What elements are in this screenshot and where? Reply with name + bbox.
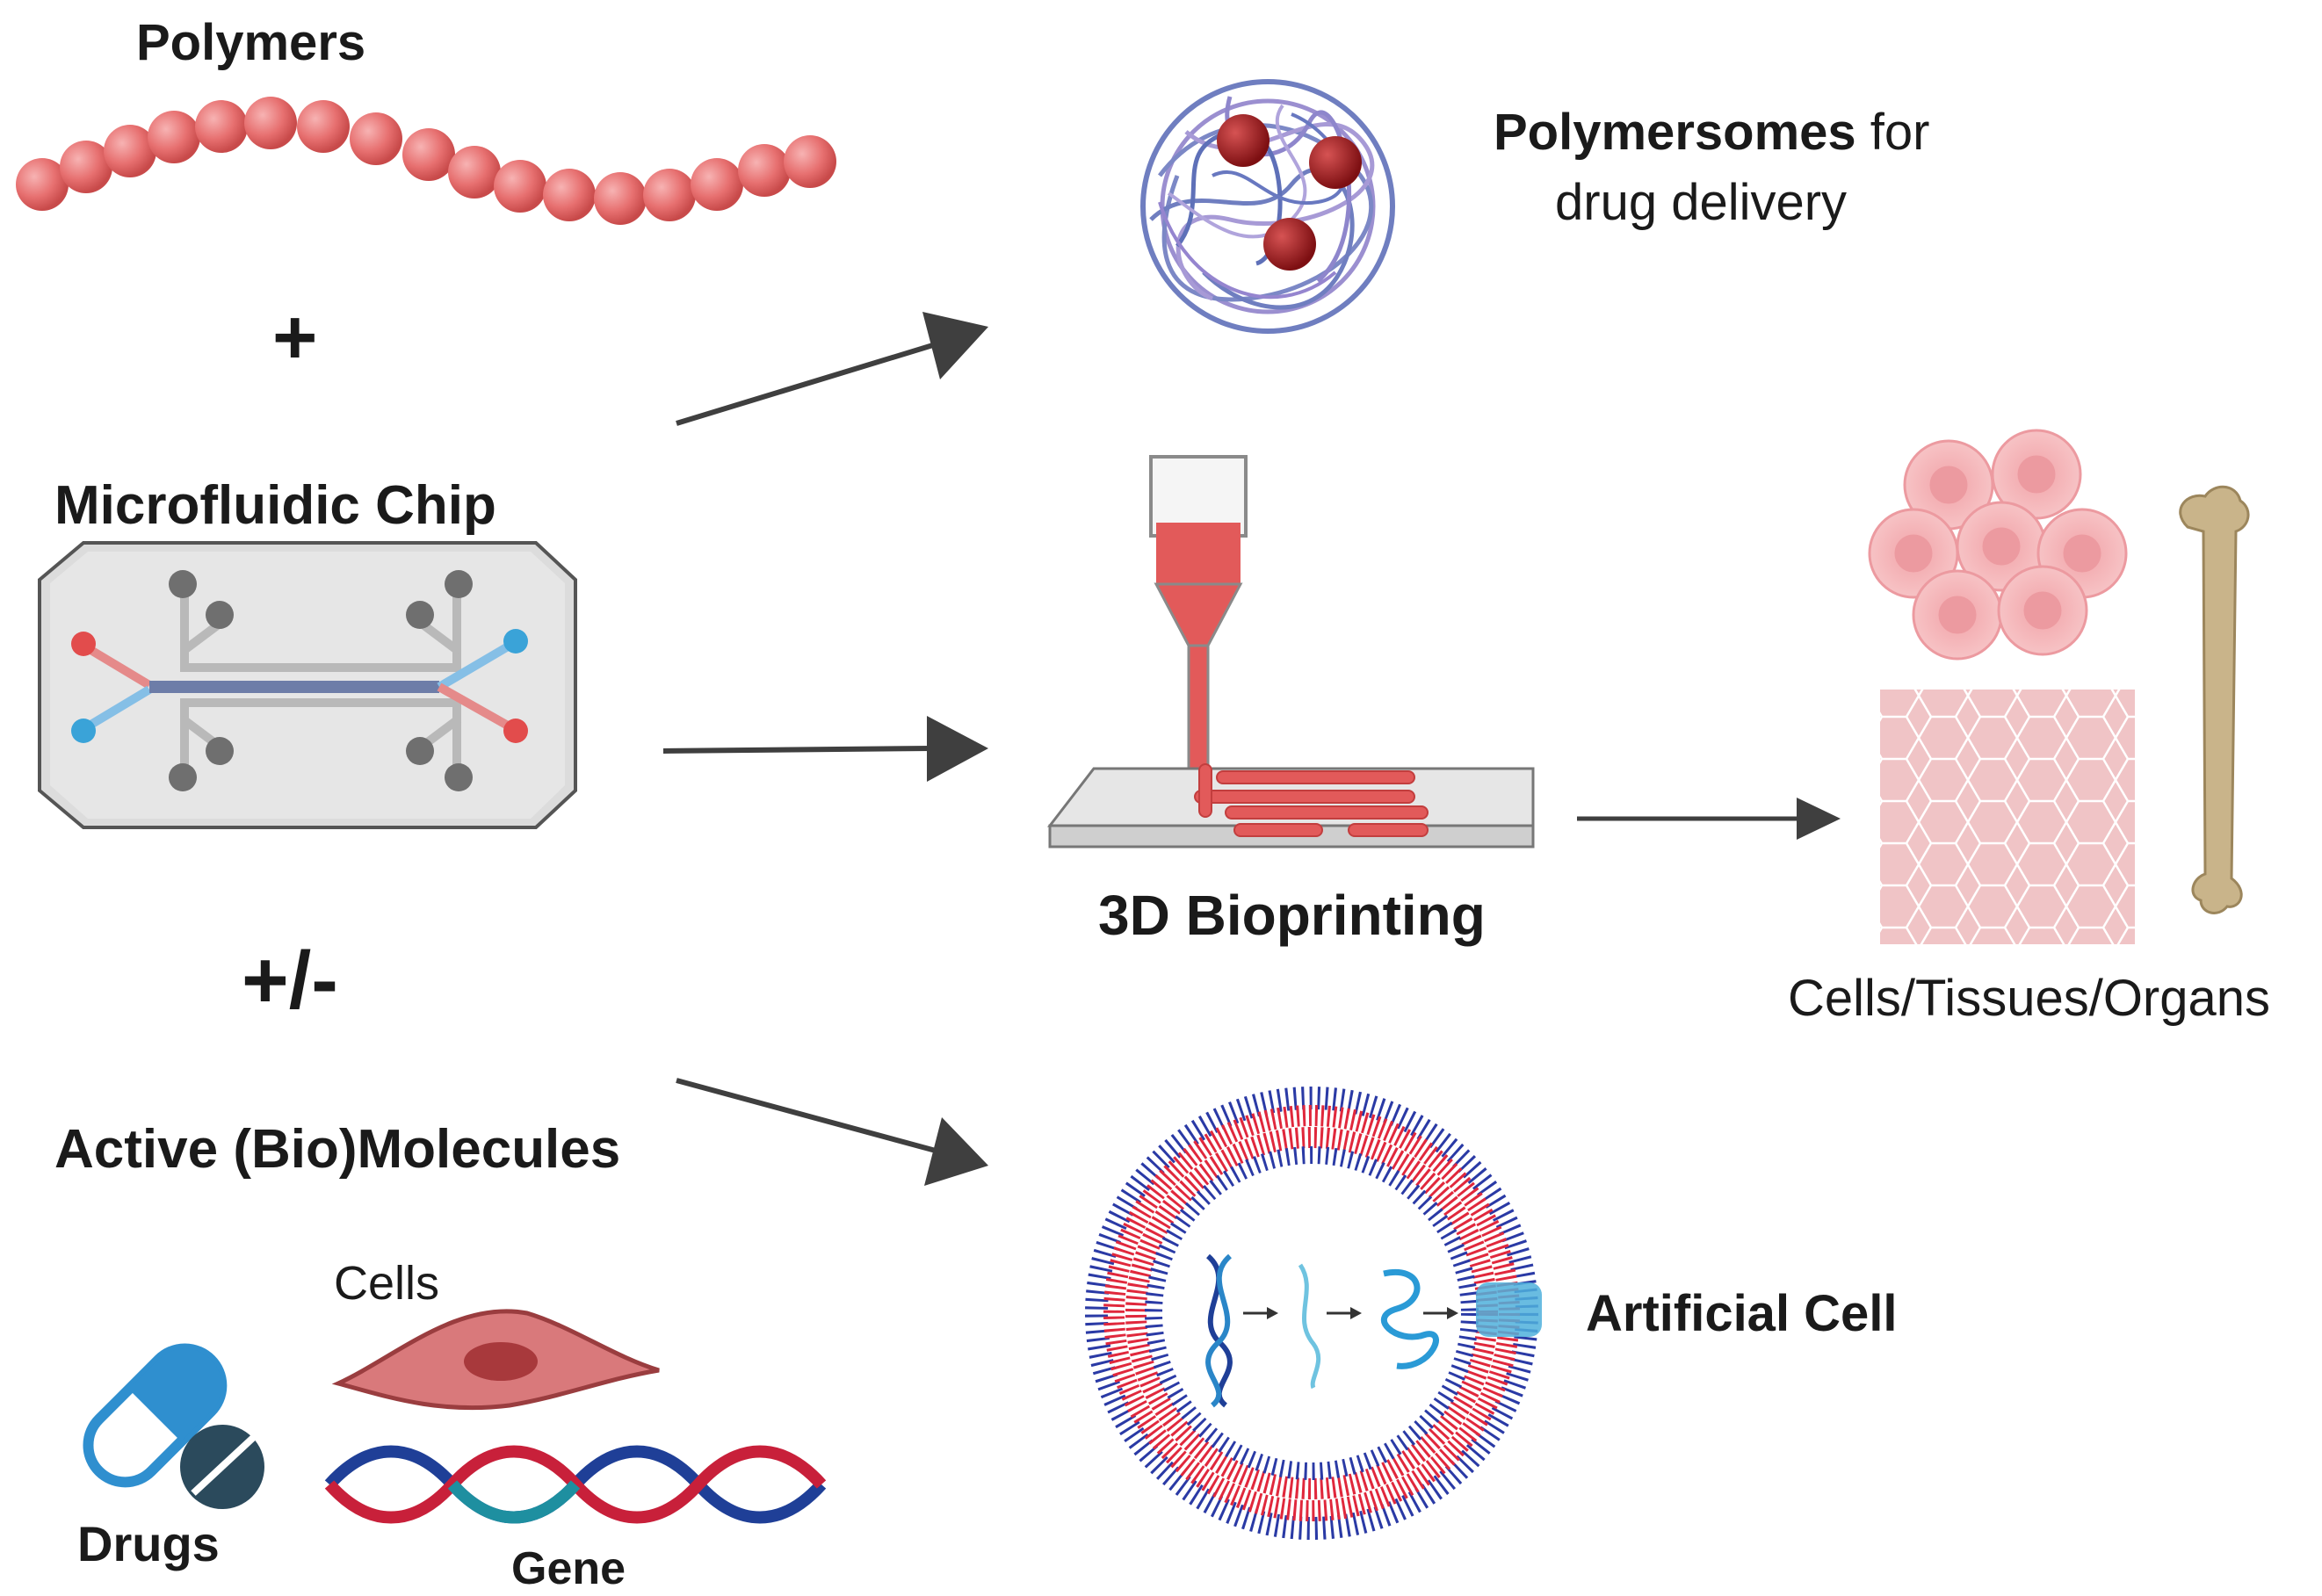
drugs-label: Drugs [77, 1516, 220, 1571]
tissue-mesh-icon [1880, 690, 2135, 944]
pill-capsule-icon [83, 1343, 228, 1488]
bone-icon [2179, 485, 2250, 914]
arrow-to-tissues [1577, 798, 1841, 840]
polymer-chain-icon [16, 97, 836, 225]
bioprinter-icon [1046, 455, 1535, 849]
bioprinting-label: 3D Bioprinting [1098, 884, 1486, 947]
arrow-to-artificial-cell [676, 1078, 988, 1186]
microfluidic-chip-label: Microfluidic Chip [54, 475, 496, 536]
microfluidic-chip-icon [38, 541, 577, 829]
arrow-to-polymersomes [676, 312, 988, 426]
polymers-label: Polymers [136, 14, 366, 71]
polymersomes-term: Polymersomes [1494, 104, 1856, 161]
dna-helix-icon [324, 1445, 827, 1524]
tablet-icon [180, 1425, 264, 1509]
cell-cluster-icon [1868, 429, 2128, 661]
tissues-label: Cells/Tissues/Organs [1788, 970, 2271, 1027]
polymersomes-for: for [1855, 104, 1930, 161]
polymersomes-label: Polymersomes for [1494, 107, 1929, 158]
active-biomolecules-label: Active (Bio)Molecules [54, 1119, 621, 1180]
gene-label: Gene [511, 1543, 626, 1594]
drug-delivery-label: drug delivery [1555, 174, 1848, 231]
plus-minus-sign: +/- [242, 935, 338, 1025]
artificial-cell-label: Artificial Cell [1586, 1285, 1898, 1342]
polymersome-icon [1140, 79, 1395, 334]
cells-label: Cells [334, 1257, 440, 1310]
plus-sign: + [272, 293, 318, 380]
artificial-cell-icon [1085, 1087, 1542, 1540]
fibroblast-cell-icon [331, 1309, 660, 1411]
arrow-to-bioprinting [662, 716, 988, 782]
